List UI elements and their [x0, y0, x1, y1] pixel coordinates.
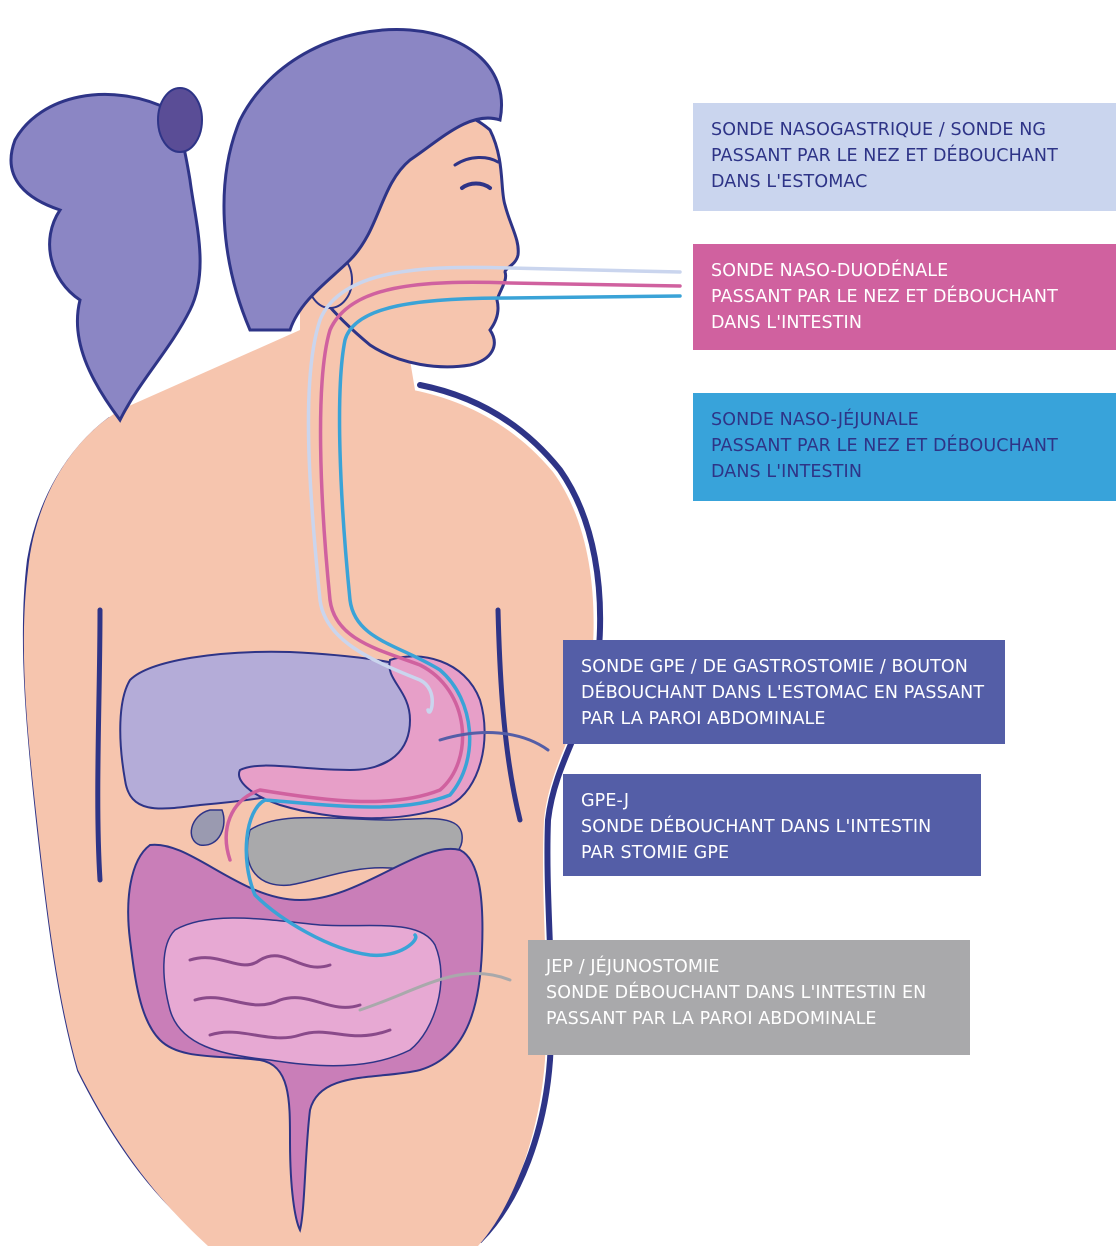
label-sonde-gpe: SONDE GPE / DE GASTROSTOMIE / BOUTON DÉB… [563, 640, 1005, 744]
label-line: PASSANT PAR LE NEZ ET DÉBOUCHANT [711, 146, 1058, 166]
tube-gpe [438, 731, 550, 752]
label-line: PASSANT PAR LA PAROI ABDOMINALE [546, 1009, 877, 1029]
small-intestine [163, 917, 442, 1067]
label-line: SONDE NASO-JÉJUNALE [711, 410, 919, 430]
label-line: SONDE GPE / DE GASTROSTOMIE / BOUTON [581, 657, 968, 677]
label-line: SONDE DÉBOUCHANT DANS L'INTESTIN EN [546, 983, 927, 1003]
label-line: SONDE NASO-DUODÉNALE [711, 261, 949, 281]
left-arm-line [95, 607, 103, 883]
label-line: DANS L'INTESTIN [711, 313, 863, 333]
label-line: GPE-J [581, 791, 630, 811]
intestine-folds [188, 954, 392, 1040]
label-sonde-naso-duodenale: SONDE NASO-DUODÉNALE PASSANT PAR LE NEZ … [693, 244, 1116, 350]
hair [222, 28, 503, 332]
tube-jep [358, 971, 512, 1012]
label-line: DÉBOUCHANT DANS L'ESTOMAC EN PASSANT [581, 683, 985, 703]
right-arm-line [495, 607, 523, 823]
tube-naso-jejunale [244, 294, 682, 958]
label-line: DANS L'INTESTIN [711, 462, 863, 482]
ponytail [9, 92, 202, 423]
label-jep: JEP / JÉJUNOSTOMIE SONDE DÉBOUCHANT DANS… [528, 940, 970, 1055]
gallbladder [190, 809, 225, 846]
label-gpe-j: GPE-J SONDE DÉBOUCHANT DANS L'INTESTIN P… [563, 774, 981, 876]
label-line: DANS L'ESTOMAC [711, 172, 868, 192]
label-line: PASSANT PAR LE NEZ ET DÉBOUCHANT [711, 436, 1058, 456]
label-line: SONDE NASOGASTRIQUE / SONDE NG [711, 120, 1047, 140]
eye [460, 181, 492, 190]
tube-naso-duodenale [224, 280, 682, 862]
label-line: SONDE DÉBOUCHANT DANS L'INTESTIN [581, 817, 932, 837]
tube-ng [306, 265, 682, 714]
label-sonde-naso-jejunale: SONDE NASO-JÉJUNALE PASSANT PAR LE NEZ E… [693, 393, 1116, 501]
label-line: PAR STOMIE GPE [581, 843, 730, 863]
eyebrow [453, 156, 500, 167]
label-line: PASSANT PAR LE NEZ ET DÉBOUCHANT [711, 287, 1058, 307]
label-line: JEP / JÉJUNOSTOMIE [546, 957, 720, 977]
hair-tie [157, 87, 203, 153]
label-sonde-ng: SONDE NASOGASTRIQUE / SONDE NG PASSANT P… [693, 103, 1116, 211]
label-line: PAR LA PAROI ABDOMINALE [581, 709, 826, 729]
